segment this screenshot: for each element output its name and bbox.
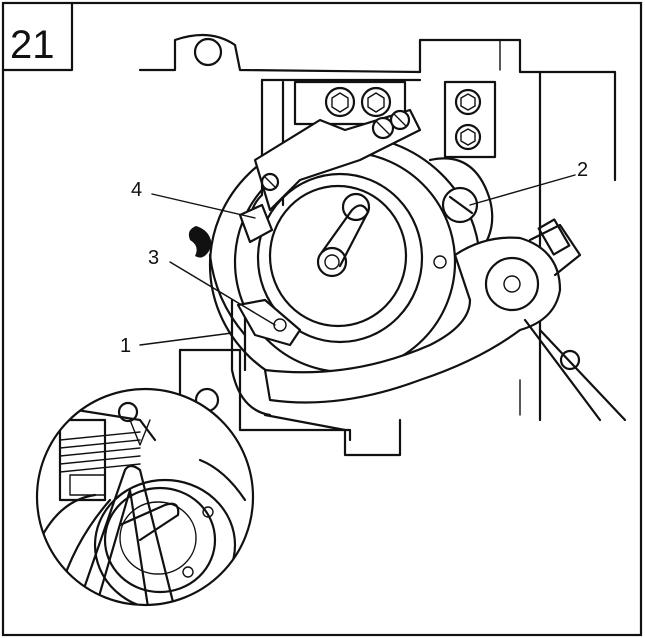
callout-label: 1	[120, 335, 131, 357]
lever-arm	[263, 218, 627, 422]
figure-number: 21	[10, 23, 55, 67]
figure-number-box: 21	[1, 1, 74, 72]
callout-label: 3	[148, 247, 159, 269]
callout-2: 2	[469, 159, 588, 206]
callout-label: 2	[577, 159, 588, 181]
callout-3: 3	[148, 247, 276, 326]
thread-guide	[188, 203, 302, 417]
callout-label: 4	[131, 179, 142, 201]
screw-block	[293, 80, 497, 159]
inset-detail	[35, 387, 255, 607]
screw-2	[441, 186, 479, 224]
callout-4: 4	[131, 179, 256, 219]
upper-bracket	[253, 108, 422, 212]
callout-1: 1	[120, 332, 233, 357]
